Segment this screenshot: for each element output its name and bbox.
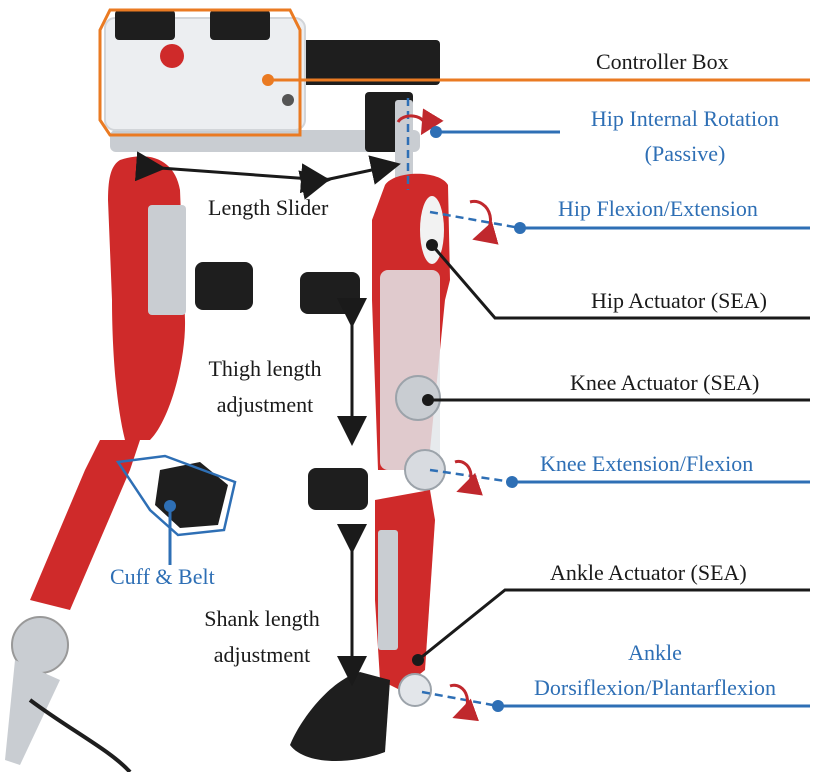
right-shank-frame — [378, 530, 398, 650]
shank-length-label: Shank length — [204, 606, 320, 631]
knee-joint — [404, 449, 446, 491]
knee-actuator-leader-dot — [422, 394, 434, 406]
right-leg-illustration — [290, 173, 450, 762]
hip-flexion-extension-label: Hip Flexion/Extension — [558, 196, 758, 221]
hip-rotation-leader-dot — [430, 126, 442, 138]
shank-length-sublabel: adjustment — [213, 642, 311, 667]
length-slider-label: Length Slider — [208, 195, 329, 220]
hip-flexion-arrow-icon — [469, 199, 499, 245]
left-leg-illustration — [5, 156, 253, 772]
right-thigh-cuff — [300, 272, 360, 314]
hip-flexion-leader-dot — [514, 222, 526, 234]
rear-strap — [300, 40, 440, 85]
port-icon — [282, 94, 294, 106]
ankle-dorsiflexion-label: Dorsiflexion/Plantarflexion — [534, 675, 776, 700]
cuff-belt-leader-dot — [164, 500, 176, 512]
ankle-actuator-label: Ankle Actuator (SEA) — [550, 560, 747, 585]
knee-extension-flexion-label: Knee Extension/Flexion — [540, 451, 754, 476]
controller-connector-right — [210, 10, 270, 40]
hip-actuator-cap — [420, 196, 444, 264]
controller-highlight-outline — [98, 8, 302, 137]
adjustment-arrows — [134, 151, 401, 686]
ankle-actuator-leader-dot — [412, 654, 424, 666]
thigh-length-sublabel: adjustment — [216, 392, 314, 417]
left-shank-cuff — [155, 462, 228, 528]
cuff-highlight-outline — [115, 454, 237, 537]
length-slider-arrow-right — [298, 155, 401, 200]
ankle-label: Ankle — [628, 640, 682, 665]
hip-rotation-arrow-icon — [396, 108, 444, 136]
hip-flexion-axis — [429, 210, 521, 230]
knee-actuator-label: Knee Actuator (SEA) — [570, 370, 760, 395]
left-shank-shell — [30, 440, 140, 610]
hip-internal-rotation-label: Hip Internal Rotation — [590, 106, 780, 131]
knee-rotation-arrow-icon — [454, 459, 483, 496]
ankle-axis — [421, 690, 499, 708]
hip-actuator-leader — [430, 244, 810, 320]
controller-box-label: Controller Box — [596, 49, 729, 74]
thigh-length-label: Thigh length — [208, 356, 322, 381]
left-foot-cable — [28, 698, 132, 772]
ankle-flexion-leader-dot — [492, 700, 504, 712]
hip-rotation-shaft — [395, 100, 413, 180]
right-thigh-cover — [380, 270, 440, 470]
controller-box-illustration — [98, 8, 440, 180]
ankle-actuator-leader — [417, 588, 810, 662]
leader-lines — [164, 74, 810, 712]
right-foot-plate — [290, 672, 390, 762]
left-thigh-cuff — [195, 262, 253, 310]
cuff-belt-label: Cuff & Belt — [110, 564, 215, 589]
ankle-rotation-arrow-icon — [449, 683, 480, 722]
controller-box-leader-dot — [262, 74, 274, 86]
left-thigh-frame — [148, 205, 186, 315]
controller-housing — [104, 17, 306, 131]
hip-actuator-label: Hip Actuator (SEA) — [591, 288, 767, 313]
hip-internal-rotation-sublabel: (Passive) — [644, 141, 726, 166]
power-button-icon — [160, 44, 184, 68]
hip-actuator-leader-dot — [426, 239, 438, 251]
knee-actuator-gear — [395, 375, 441, 421]
left-foot-plate — [5, 660, 60, 765]
right-ankle-joint — [398, 673, 432, 707]
right-shank-cuff — [308, 468, 368, 510]
length-slider-arrow — [134, 151, 331, 194]
knee-flexion-leader-dot — [506, 476, 518, 488]
controller-connector-left — [115, 10, 175, 40]
joint-axes — [396, 98, 521, 722]
